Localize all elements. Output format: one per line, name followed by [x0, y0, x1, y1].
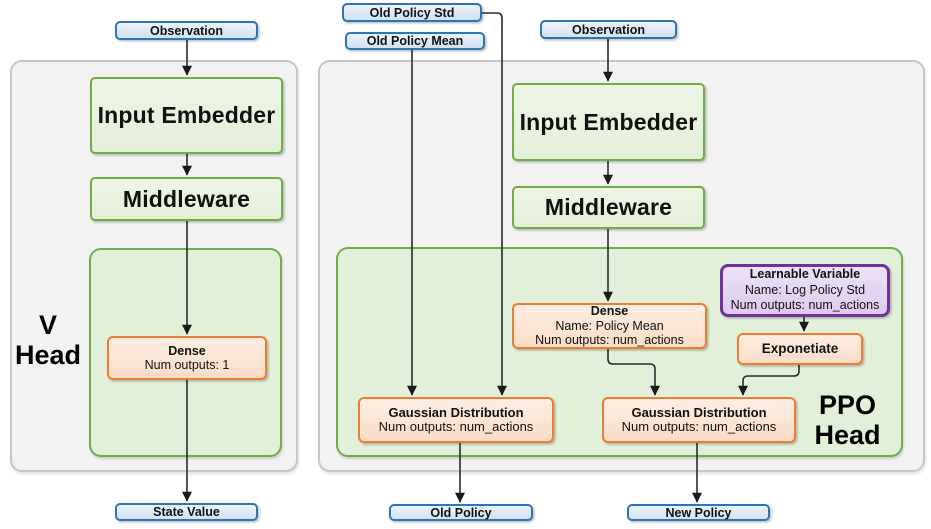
node-observation-left-label: Observation — [150, 23, 223, 38]
v-head-label: V Head — [2, 310, 94, 370]
node-middleware-ppo-label: Middleware — [544, 194, 673, 220]
node-exponetiate: Exponetiate — [737, 333, 863, 365]
node-learnable-variable-title: Learnable Variable — [749, 267, 861, 282]
node-middleware-v-label: Middleware — [122, 185, 251, 212]
node-dense-policy-mean-title: Dense — [590, 304, 629, 319]
ppo-head-label-line2: Head — [814, 420, 881, 450]
v-head-label-line1: V — [38, 310, 57, 340]
node-gaussian-distribution-new: Gaussian Distribution Num outputs: num_a… — [602, 397, 796, 443]
node-old-policy-label: Old Policy — [430, 505, 492, 520]
node-exponetiate-label: Exponetiate — [761, 340, 839, 356]
node-input-embedder-ppo-label: Input Embedder — [519, 108, 698, 135]
node-learnable-variable: Learnable Variable Name: Log Policy Std … — [720, 264, 890, 317]
node-dense-v-num-outputs: Num outputs: 1 — [144, 358, 230, 372]
node-gaussian-new-num-outputs: Num outputs: num_actions — [621, 419, 777, 434]
node-new-policy: New Policy — [627, 504, 770, 521]
node-state-value: State Value — [115, 503, 258, 521]
node-new-policy-label: New Policy — [665, 505, 732, 520]
node-gaussian-old-title: Gaussian Distribution — [388, 404, 524, 420]
node-middleware-ppo: Middleware — [512, 186, 705, 229]
node-old-policy-mean: Old Policy Mean — [345, 32, 485, 50]
node-learnable-variable-num-outputs: Num outputs: num_actions — [730, 298, 880, 313]
node-dense-policy-mean-num-outputs: Num outputs: num_actions — [535, 333, 684, 348]
node-gaussian-new-title: Gaussian Distribution — [631, 404, 767, 420]
ppo-head-label: PPO Head — [800, 390, 895, 450]
node-gaussian-old-num-outputs: Num outputs: num_actions — [378, 419, 534, 434]
node-old-policy-mean-label: Old Policy Mean — [366, 34, 464, 48]
node-observation-left: Observation — [115, 21, 258, 40]
node-old-policy-std: Old Policy Std — [342, 3, 482, 22]
node-gaussian-distribution-old: Gaussian Distribution Num outputs: num_a… — [358, 397, 554, 443]
node-old-policy-std-label: Old Policy Std — [369, 5, 455, 20]
node-observation-right: Observation — [540, 20, 677, 39]
node-input-embedder-v-label: Input Embedder — [97, 102, 276, 128]
node-old-policy: Old Policy — [389, 504, 533, 521]
node-input-embedder-v: Input Embedder — [90, 77, 283, 154]
node-dense-policy-mean-name: Name: Policy Mean — [555, 318, 664, 333]
node-middleware-v: Middleware — [90, 177, 283, 221]
node-dense-v-title: Dense — [168, 343, 206, 358]
node-state-value-label: State Value — [153, 505, 220, 519]
node-input-embedder-ppo: Input Embedder — [512, 83, 705, 161]
ppo-head-label-line1: PPO — [818, 390, 877, 420]
v-head-label-line2: Head — [14, 340, 82, 370]
node-observation-right-label: Observation — [572, 22, 645, 37]
node-dense-v: Dense Num outputs: 1 — [107, 336, 267, 380]
node-learnable-variable-name: Name: Log Policy Std — [744, 282, 866, 297]
node-dense-policy-mean: Dense Name: Policy Mean Num outputs: num… — [512, 303, 707, 349]
